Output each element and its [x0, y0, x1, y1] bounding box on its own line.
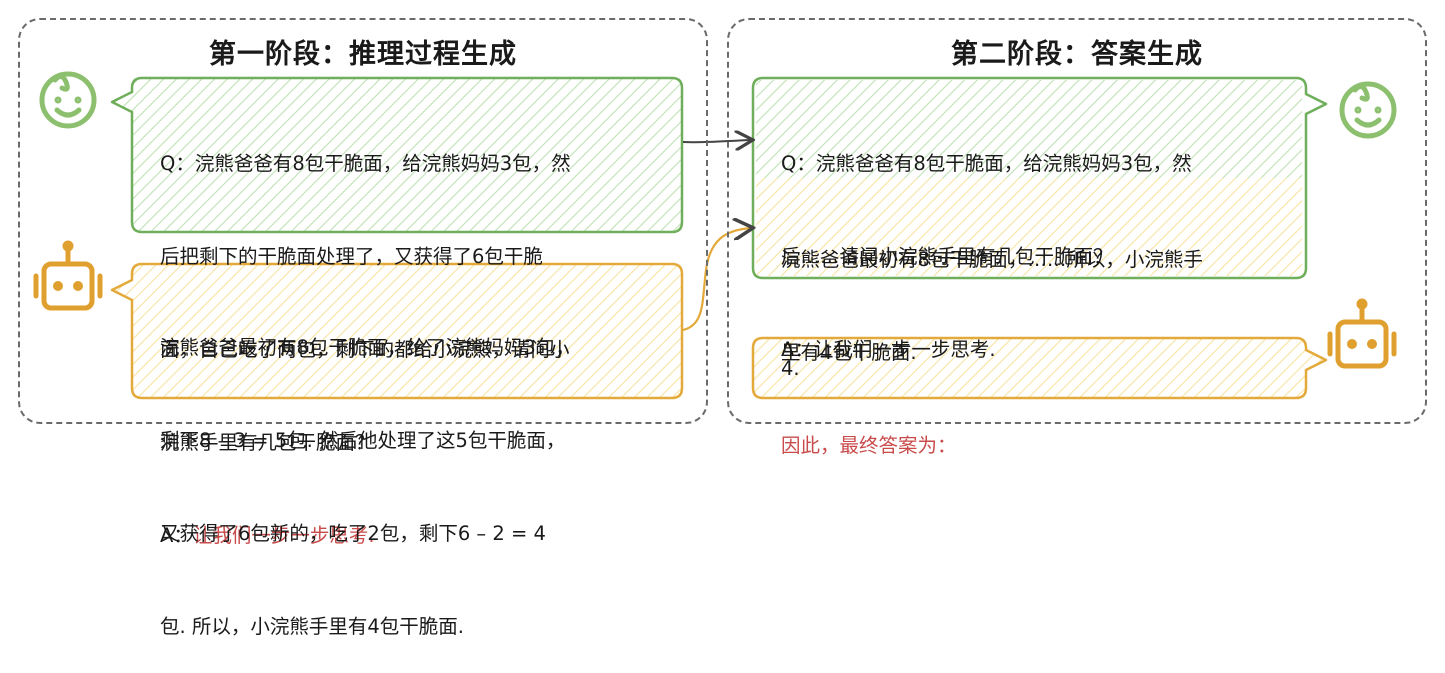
- reasoning-line: 又获得了6包新的，吃了2包，剩下6 – 2 = 4: [160, 522, 546, 545]
- reasoning-line: 包. 所以，小浣熊手里有4包干脆面.: [160, 615, 465, 638]
- smiley-face-icon: [1339, 81, 1397, 139]
- reasoning-line: 里有4包干脆面.: [781, 341, 917, 364]
- stage2-title: 第二阶段：答案生成: [951, 39, 1203, 70]
- question-line: 面，自己吃了两包，剩下的都给小浣熊，请问小: [160, 338, 570, 361]
- reasoning-line: 剩下8 – 3 = 5包. 然后他处理了这5包干脆面，: [160, 429, 566, 452]
- question-line: Q：浣熊爸爸有8包干脆面，给浣熊妈妈3包，然: [781, 152, 1192, 175]
- stage2-panel: 第二阶段：答案生成: [727, 18, 1427, 424]
- stage1-reasoning-bubble: [110, 262, 684, 400]
- answer-line: A：让我们一步一步思考.: [781, 338, 996, 361]
- reasoning-line: 浣熊爸爸最初有8包干脆面，给了浣熊妈妈3包，: [160, 336, 575, 359]
- robot-icon: [33, 240, 103, 311]
- smiley-face-icon: [39, 71, 97, 129]
- final-answer: 4.: [781, 357, 800, 380]
- stage1-question-bubble: [110, 76, 684, 234]
- answer-trigger: 因此，最终答案为：: [781, 434, 957, 457]
- question-line: 后把剩下的干脆面处理了，又获得了6包干脆: [160, 245, 543, 268]
- stage2-reasoning-fill: [756, 178, 1302, 276]
- stage2-question-fill: [756, 80, 1302, 178]
- arrow-question-to-stage2: [682, 140, 751, 142]
- stage2-reasoning-text: 浣熊爸爸最初有8包干脆面，……所以，小浣熊手 里有4包干脆面. 因此，最终答案为…: [781, 182, 1301, 492]
- stage1-title: 第一阶段：推理过程生成: [209, 39, 517, 70]
- stage1-reasoning-text: 浣熊爸爸最初有8包干脆面，给了浣熊妈妈3包， 剩下8 – 3 = 5包. 然后他…: [160, 270, 675, 673]
- question-line: Q：浣熊爸爸有8包干脆面，给浣熊妈妈3包，然: [160, 152, 571, 175]
- stage2-answer-bubble: [751, 336, 1328, 400]
- stage1-panel: 第一阶段：推理过程生成: [18, 18, 708, 424]
- stage1-question-text: Q：浣熊爸爸有8包干脆面，给浣熊妈妈3包，然 后把剩下的干脆面处理了，又获得了6…: [160, 86, 675, 582]
- reasoning-line: 浣熊爸爸最初有8包干脆面，……所以，小浣熊手: [781, 248, 1203, 271]
- stage2-question-text: Q：浣熊爸爸有8包干脆面，给浣熊妈妈3包，然 后……请问小浣熊手里有几包干脆面？…: [781, 86, 1301, 396]
- question-line: 后……请问小浣熊手里有几包干脆面？: [781, 245, 1113, 268]
- stage2-question-bubble: [751, 76, 1328, 280]
- robot-icon: [1327, 298, 1397, 369]
